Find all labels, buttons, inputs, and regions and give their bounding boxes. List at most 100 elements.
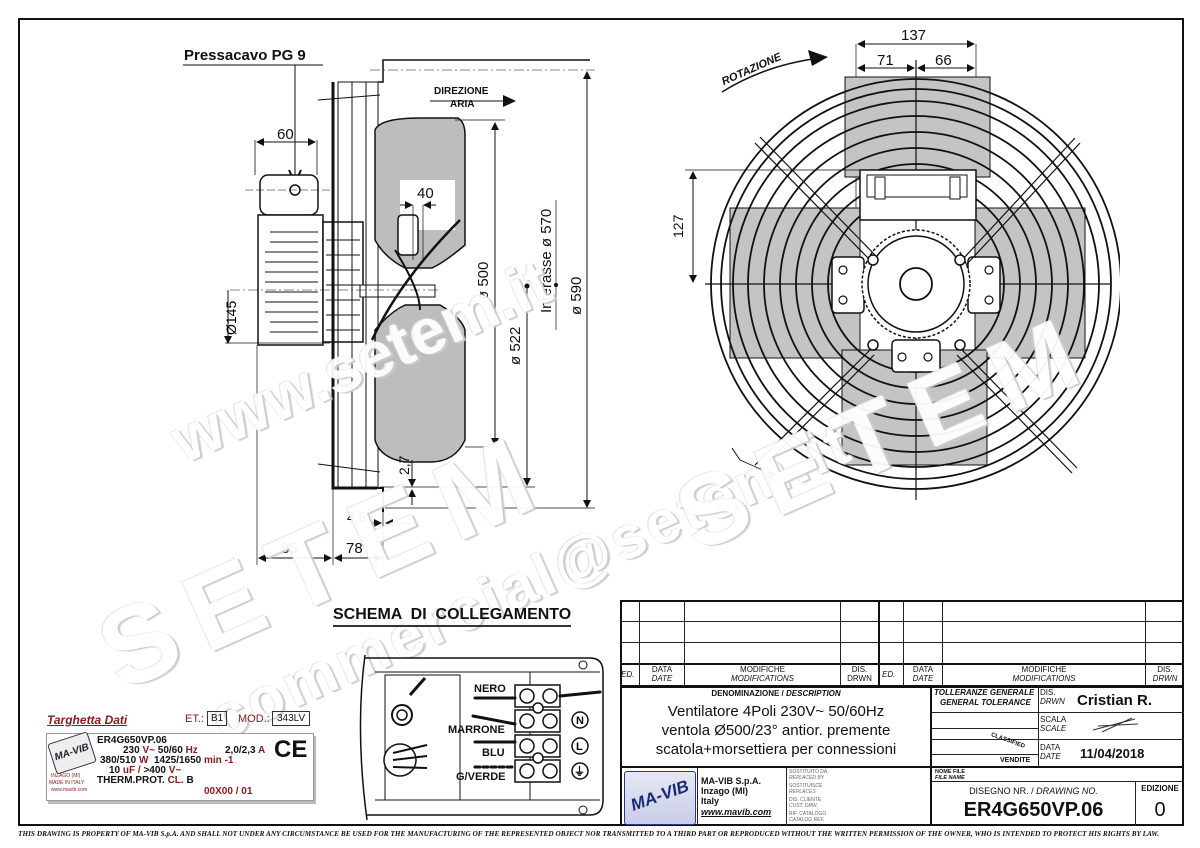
dim-outer-diameter: ø 590	[568, 276, 585, 315]
rev-date-header: DATE	[651, 674, 673, 683]
description-text: Ventilatore 4Poli 230V~ 50/60Hz ventola …	[622, 702, 930, 759]
wire-blu: BLU	[482, 747, 505, 759]
terminal-n-label: N	[576, 715, 584, 727]
np-model: ER4G650VP.06	[97, 735, 167, 746]
dim-box-height: 127	[670, 214, 686, 238]
et-label: ET.:	[185, 713, 204, 725]
dim-flange: 4,8	[347, 509, 367, 525]
company-web-link[interactable]: www.mavib.com	[701, 807, 772, 817]
dim-box-right: 66	[935, 52, 952, 69]
np-capacitor-unit: uF /	[122, 765, 141, 776]
np-voltage-unit: V~	[142, 745, 155, 756]
drawn-label: DIS.	[1040, 688, 1056, 697]
rev-modifiche-header: MODIFICHE	[740, 665, 785, 674]
np-speed-unit: min -1	[204, 755, 234, 766]
classified-dept: VENDITE	[1000, 757, 1031, 764]
mod-label: MOD.:	[238, 713, 270, 725]
maker-line3: www.mavib.com	[51, 787, 88, 793]
air-direction-label-2: ARIA	[450, 99, 475, 110]
cust-drw-label-en: CUST. DRW.	[789, 802, 818, 809]
scale-label: SCALA	[1040, 715, 1067, 724]
rev-modifications-header: MODIFICATIONS	[731, 674, 794, 683]
mavib-logo-small: MA-VIB	[47, 731, 97, 775]
wire-nero: NERO	[474, 683, 506, 695]
np-power-unit: W	[138, 755, 149, 766]
rev-modifiche-header-2: MODIFICHE	[1021, 665, 1067, 674]
rev-dis-header-2: DIS.	[1157, 665, 1173, 674]
dim-box-total: 137	[901, 27, 927, 44]
dim-gland-width: 60	[277, 126, 294, 143]
date-label-en: DATE	[1040, 752, 1061, 761]
rev-drwn-header-2: DRWN	[1152, 674, 1178, 683]
np-current-value: 2,0/2,3	[225, 745, 256, 756]
np-power: 380/510	[100, 755, 137, 766]
np-freq-unit: Hz	[185, 745, 198, 756]
dim-fan-diameter: ø 500	[475, 261, 492, 300]
tolerance-label: TOLLERANZE GENERALE	[934, 688, 1035, 697]
replaced-by-label-en: REPLACED BY	[789, 774, 825, 781]
rev-modifications-header-2: MODIFICATIONS	[1012, 674, 1076, 683]
drawing-no-label: DISEGNO NR. / DRAWING NO.	[969, 786, 1098, 796]
scale-crossed-icon	[1092, 717, 1139, 733]
edition-label: EDIZIONE	[1141, 784, 1179, 793]
date-label: DATA	[1040, 743, 1061, 752]
np-speed: 1425/1650	[153, 755, 202, 766]
np-thermal: THERM.PROT.	[97, 775, 165, 786]
cable-gland-label: Pressacavo PG 9	[184, 47, 306, 64]
front-view-drawing	[685, 40, 1120, 500]
replaces-label: SOSTITUISCE	[789, 783, 823, 789]
description-label: DENOMINAZIONE / DESCRIPTION	[711, 689, 841, 698]
wiring-diagram: N L ⏚	[359, 654, 604, 821]
drawn-label-en: DRWN	[1040, 697, 1065, 706]
terminal-ground-label: ⏚	[574, 765, 585, 778]
wire-marrone: MARRONE	[448, 724, 505, 736]
description-line1: Ventilatore 4Poli 230V~ 50/60Hz	[667, 703, 885, 720]
revision-table	[620, 600, 1184, 686]
dim-box-left: 71	[877, 52, 894, 69]
catalog-ref-label: RIF. CATALOGO	[789, 811, 827, 817]
np-class-value: B	[186, 775, 194, 786]
rev-date-header-2: DATE	[912, 674, 934, 683]
wire-gverde: G/VERDE	[456, 771, 506, 783]
np-freq: 50/60	[157, 745, 183, 756]
np-line-power: 380/510 W 1425/1650 min -1	[100, 755, 233, 766]
ce-mark: CE	[274, 736, 308, 763]
replaced-by-label: SOSTITUITO DA	[789, 769, 828, 775]
drawing-number: ER4G650VP.06	[963, 799, 1104, 821]
np-current: 2,0/2,3 A	[225, 745, 265, 756]
nameplate: MA-VIB INZAGO (MI) MADE IN ITALY www.mav…	[46, 731, 314, 801]
np-line-voltage: 230 V~ 50/60 Hz	[123, 745, 198, 756]
dim-gap: 2,7	[396, 455, 412, 475]
mavib-logo: MA-VIB	[624, 771, 696, 825]
maker-line1: INZAGO (MI)	[51, 773, 81, 779]
air-direction-label: DIREZIONE	[434, 86, 489, 97]
rev-data-header-2: DATA	[912, 665, 934, 674]
company-city: Inzago (MI)	[701, 786, 748, 796]
np-current-unit: A	[258, 745, 266, 756]
rev-data-header: DATA	[651, 665, 673, 674]
cust-drw-label: DIS. CLIENTE	[789, 797, 822, 803]
scale-label-en: SCALE	[1040, 724, 1067, 733]
np-cap-voltage: >400	[143, 765, 166, 776]
mod-value: 343LV	[272, 711, 311, 726]
et-value: B1	[207, 711, 228, 726]
nameplate-heading: Targhetta Dati	[47, 713, 128, 727]
ref-fields: SOSTITUITO DA REPLACED BY SOSTITUISCE RE…	[789, 769, 828, 823]
np-voltage: 230	[123, 745, 140, 756]
rev-dis-header: DIS.	[851, 665, 868, 674]
svg-text:Ø145: Ø145	[223, 301, 239, 335]
np-line-cap: 10 uF / >400 V~	[109, 765, 181, 776]
maker-line2: MADE IN ITALY	[49, 780, 85, 786]
drawing-date: 11/04/2018	[1080, 746, 1145, 761]
company-country: Italy	[701, 796, 720, 806]
dim-grille-wire: 9,5	[766, 468, 786, 484]
company-info: MA-VIB S.p.A. Inzago (MI) Italy www.mavi…	[701, 776, 771, 817]
drawn-by: Cristian R.	[1077, 692, 1153, 709]
rev-ed-header: ED.	[621, 670, 635, 679]
np-class-label: CL.	[167, 775, 184, 786]
dim-ring-depth: 78	[346, 540, 363, 557]
dim-ring-diameter: ø 522	[507, 326, 524, 365]
np-serial: 00X00 / 01	[204, 786, 253, 797]
drawing-frame	[18, 18, 1184, 826]
catalog-ref-label-en: CATALOG REF.	[789, 816, 825, 823]
